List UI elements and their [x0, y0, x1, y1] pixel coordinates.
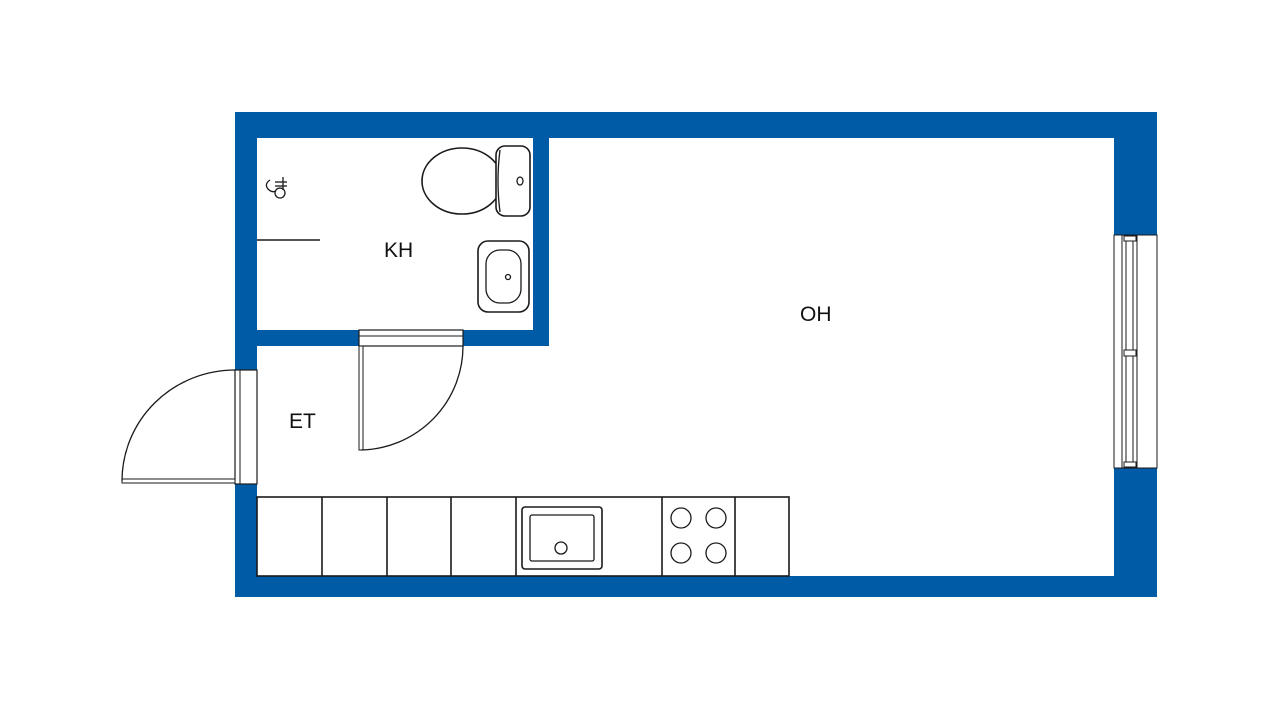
washbasin-icon: [477, 240, 530, 313]
wall-left-lower: [235, 484, 257, 597]
kitchen-sink-icon: [521, 506, 603, 570]
toilet-icon: [421, 145, 531, 217]
wall-left-upper: [235, 112, 257, 370]
room-label-kh: KH: [384, 239, 413, 262]
entrance-door-icon: [121, 369, 258, 485]
shower-icon: [257, 177, 320, 241]
wall-bottom: [235, 576, 1157, 597]
room-label-oh: OH: [800, 303, 832, 326]
window-icon: [1113, 234, 1158, 469]
wall-bathroom-bottom-right: [463, 330, 549, 346]
stove-icon: [670, 507, 727, 564]
wall-right-lower: [1114, 468, 1157, 597]
bathroom-door-icon: [358, 329, 464, 451]
walls: [235, 112, 1157, 597]
wall-bathroom-bottom-left: [235, 330, 359, 346]
room-label-et: ET: [289, 410, 316, 433]
wall-top: [235, 112, 1157, 138]
wall-right-upper: [1114, 112, 1157, 235]
wall-bathroom-right: [533, 112, 549, 346]
